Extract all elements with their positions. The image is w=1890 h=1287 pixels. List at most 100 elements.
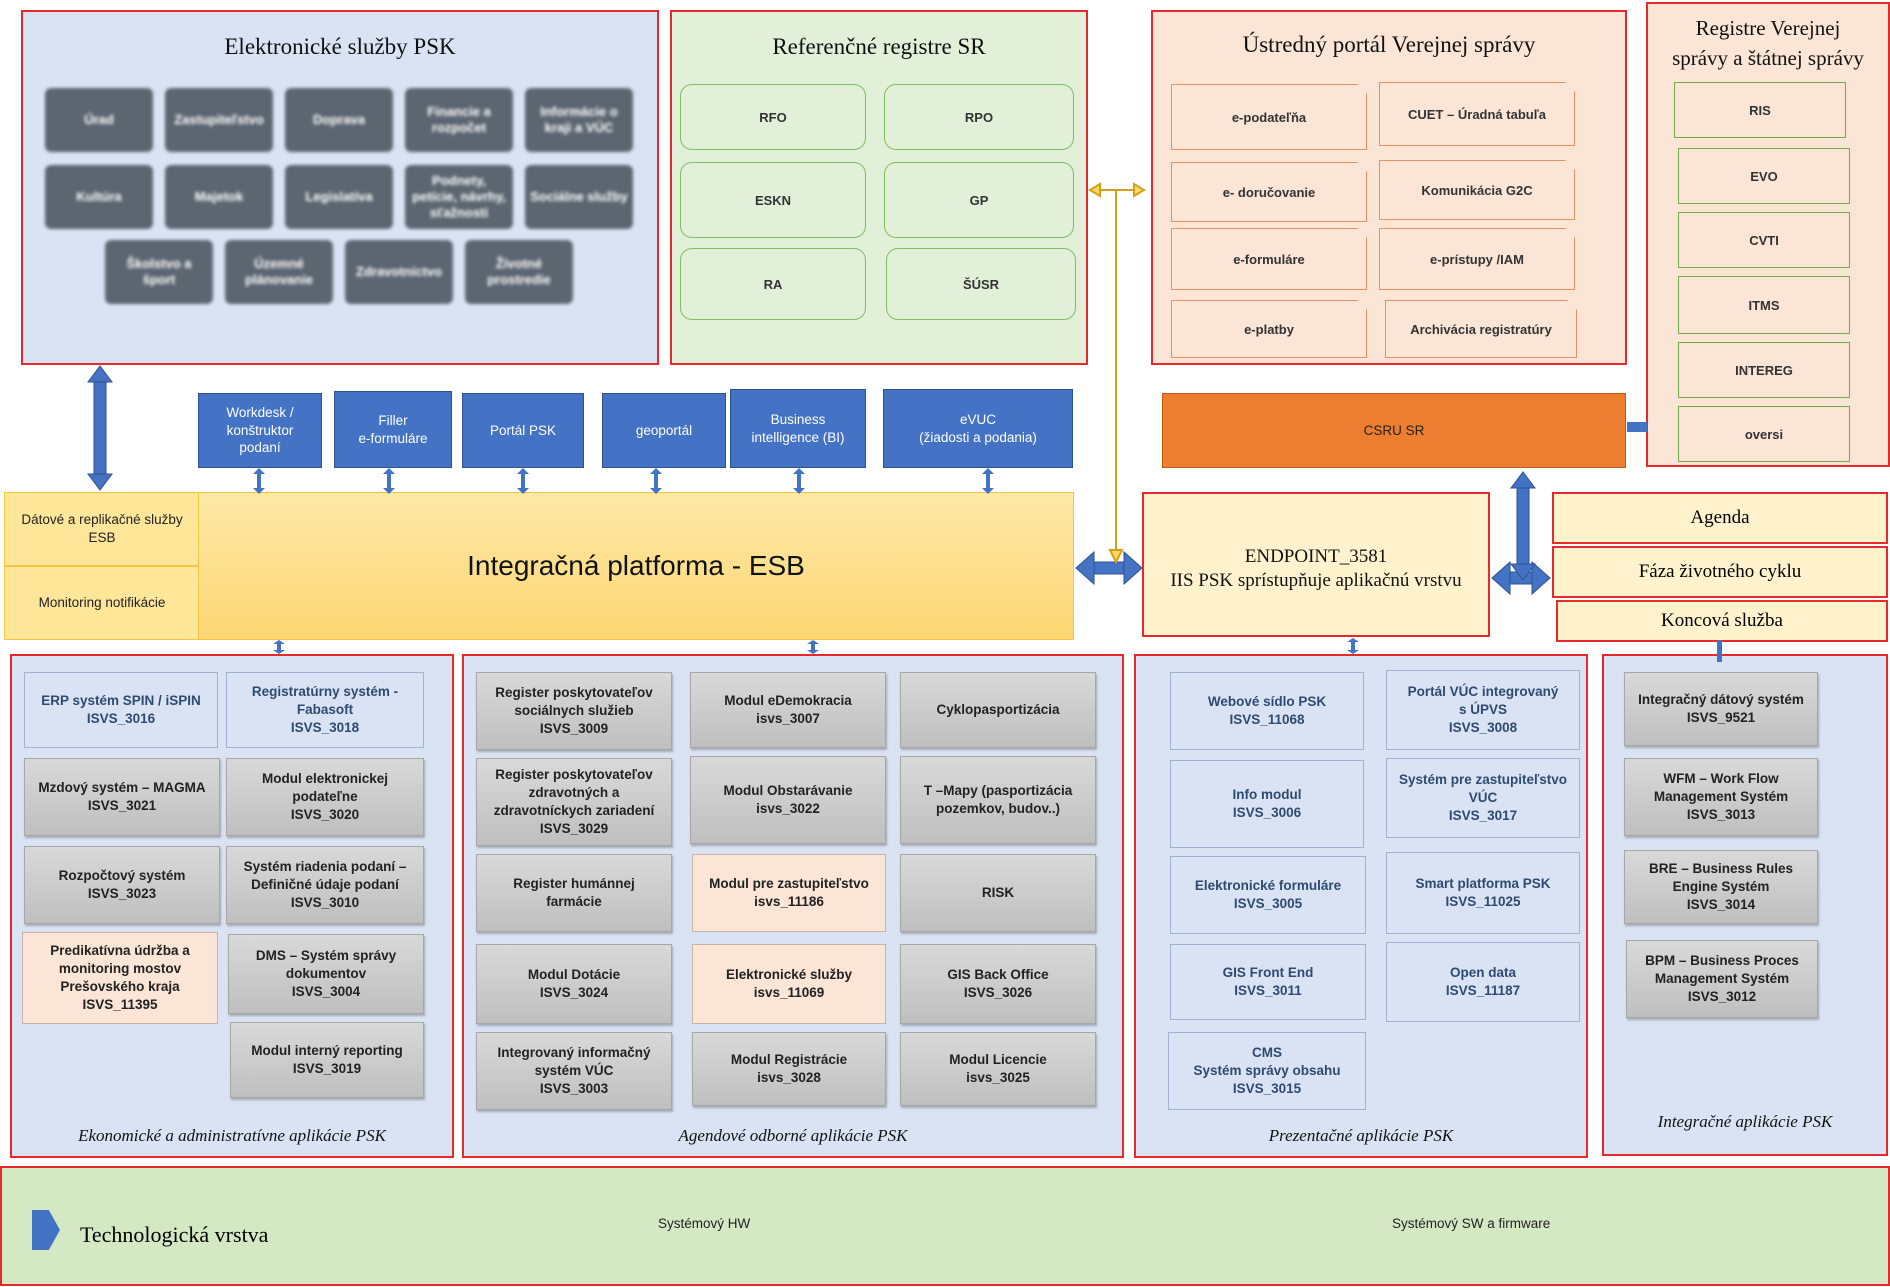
app-bpm: BPM – Business Proces Management Systém … <box>1626 940 1818 1018</box>
register-rpo: RPO <box>884 84 1074 150</box>
registre-vs-panel: Registre Verejnej správy a štátnej správ… <box>1646 2 1890 467</box>
app-cms: CMS Systém správy obsahu ISVS_3015 <box>1168 1032 1366 1110</box>
app-cyklopasportizacia: Cyklopasportizácia <box>900 672 1096 748</box>
app-risk: RISK <box>900 854 1096 932</box>
eservice-urad: Úrad <box>45 88 153 152</box>
registre-intereg: INTEREG <box>1678 342 1850 398</box>
app-reg-zdravotnych: Register poskytovateľov zdravotných a zd… <box>476 758 672 846</box>
referencne-registre-panel: Referenčné registre SR RFO RPO ESKN GP R… <box>670 10 1088 365</box>
app-riadenie-podani: Systém riadenia podaní – Definičné údaje… <box>226 846 424 924</box>
elektronicke-sluzby-panel: Elektronické služby PSK Úrad Zastupiteľs… <box>21 10 659 365</box>
technologicka-title: Technologická vrstva <box>80 1222 269 1247</box>
app-evuc: eVUC (žiadosti a podania) <box>883 389 1073 468</box>
registre-evo: EVO <box>1678 148 1850 204</box>
registre-ris: RIS <box>1674 82 1846 138</box>
app-elektronicke-formulare: Elektronické formuláre ISVS_3005 <box>1170 856 1366 934</box>
esb-replikacne-sluzby: Dátové a replikačné služby ESB <box>4 492 200 566</box>
arrow-csru-endpoint <box>1510 471 1536 581</box>
app-registraturny: Registratúrny systém - Fabasoft ISVS_301… <box>226 672 424 748</box>
eservice-kultura: Kultúra <box>45 165 153 229</box>
app-portal-vuc: Portál VÚC integrovaný s ÚPVS ISVS_3008 <box>1386 670 1580 750</box>
ekonomicke-panel: ERP systém SPIN / iSPIN ISVS_3016 Regist… <box>10 654 454 1158</box>
esb-platform: Integračná platforma - ESB <box>198 492 1074 640</box>
app-rozpoctovy: Rozpočtový systém ISVS_3023 <box>24 846 220 924</box>
register-rfo: RFO <box>680 84 866 150</box>
app-podatelna: Modul elektronickej podateľne ISVS_3020 <box>226 758 424 836</box>
endpoint-desc: IIS PSK sprístupňuje aplikačnú vrstvu <box>1170 570 1462 591</box>
agendove-panel: Register poskytovateľov sociálnych služi… <box>462 654 1124 1158</box>
app-mzdovy: Mzdový systém – MAGMA ISVS_3021 <box>24 758 220 836</box>
register-susr: ŠÚSR <box>886 248 1076 320</box>
eservice-majetok: Majetok <box>165 165 273 229</box>
eservice-zivotne: Životné prostredie <box>465 240 573 304</box>
eservice-doprava: Doprava <box>285 88 393 152</box>
app-workdesk: Workdesk / konštruktor podaní <box>198 393 322 468</box>
app-webove-sidlo: Webové sídlo PSK ISVS_11068 <box>1170 672 1364 750</box>
agendove-caption: Agendové odborné aplikácie PSK <box>678 1126 908 1145</box>
technologicka-panel: Technologická vrstva Systémový HW Systém… <box>0 1166 1890 1286</box>
app-predikativna: Predikatívna údržba a monitoring mostov … <box>22 932 218 1024</box>
registre-vs-title-line2: správy a štátnej správy <box>1672 46 1864 70</box>
ustredny-portal-title: Ústredný portál Verejnej správy <box>1242 32 1536 57</box>
eservice-uzemne: Územné plánovanie <box>225 240 333 304</box>
registre-cvti: CVTI <box>1678 212 1850 268</box>
csru-box: CSRU SR <box>1162 393 1626 468</box>
app-interny-reporting: Modul interný reporting ISVS_3019 <box>230 1022 424 1098</box>
app-geoportal: geoportál <box>602 393 726 468</box>
app-wfm: WFM – Work Flow Management Systém ISVS_3… <box>1624 758 1818 836</box>
register-gp: GP <box>884 162 1074 238</box>
upvs-epristupy: e-prístupy /IAM <box>1379 228 1575 290</box>
upvs-archivacia: Archivácia registratúry <box>1385 300 1577 358</box>
upvs-komunikacia-g2c: Komunikácia G2C <box>1379 160 1575 220</box>
legend-faza: Fáza životného cyklu <box>1552 546 1888 598</box>
integracne-caption: Integračné aplikácie PSK <box>1657 1112 1833 1131</box>
eservice-skolstvo: Školstvo a šport <box>105 240 213 304</box>
technologicka-icon <box>32 1210 60 1250</box>
eservice-socialne: Sociálne služby <box>525 165 633 229</box>
app-info-modul: Info modul ISVS_3006 <box>1170 760 1364 848</box>
app-gis-back-office: GIS Back Office ISVS_3026 <box>900 944 1096 1024</box>
app-elektronicke-sluzby: Elektronické služby isvs_11069 <box>692 944 886 1024</box>
endpoint-id: ENDPOINT_3581 <box>1244 546 1388 567</box>
upvs-epodatelna: e-podateľňa <box>1171 84 1367 150</box>
registre-itms: ITMS <box>1678 276 1850 334</box>
app-bre: BRE – Business Rules Engine Systém ISVS_… <box>1624 850 1818 924</box>
app-registracie: Modul Registrácie isvs_3028 <box>692 1032 886 1106</box>
legend-agenda: Agenda <box>1552 492 1888 544</box>
eservice-zdravotnictvo: Zdravotníctvo <box>345 240 453 304</box>
app-portal-psk: Portál PSK <box>462 393 584 468</box>
arrow-esb-endpoint <box>1075 550 1143 586</box>
eservice-zastupitelstvo: Zastupiteľstvo <box>165 88 273 152</box>
app-obstaravanie: Modul Obstarávanie isvs_3022 <box>690 756 886 844</box>
endpoint-box: ENDPOINT_3581 IIS PSK sprístupňuje aplik… <box>1142 492 1490 637</box>
app-open-data: Open data ISVS_11187 <box>1386 942 1580 1022</box>
csru-connector <box>1627 422 1647 432</box>
app-integracny-datovy: Integračný dátový systém ISVS_9521 <box>1624 672 1818 746</box>
upvs-eplatby: e-platby <box>1171 300 1367 358</box>
app-dms: DMS – Systém správy dokumentov ISVS_3004 <box>228 934 424 1014</box>
legend-koncova: Koncová služba <box>1556 600 1888 642</box>
app-bi: Business intelligence (BI) <box>730 389 866 468</box>
register-eskn: ESKN <box>680 162 866 238</box>
integracne-panel: Integračný dátový systém ISVS_9521 WFM –… <box>1602 654 1888 1156</box>
legend-koncova-label: Koncová služba <box>1661 610 1783 631</box>
prezentacne-panel: Webové sídlo PSK ISVS_11068 Portál VÚC i… <box>1134 654 1588 1158</box>
eservice-podnety: Podnety, petície, návrhy, sťažnosti <box>405 165 513 229</box>
app-integrovany-vuc: Integrovaný informačný systém VÚC ISVS_3… <box>476 1032 672 1110</box>
eservice-financie: Financie a rozpočet <box>405 88 513 152</box>
esb-title: Integračná platforma - ESB <box>467 550 805 581</box>
upvs-edorucovanie: e- doručovanie <box>1171 162 1367 222</box>
referencne-registre-title: Referenčné registre SR <box>772 34 986 59</box>
legend-faza-label: Fáza životného cyklu <box>1638 561 1802 582</box>
app-reg-socialnych: Register poskytovateľov sociálnych služi… <box>476 672 672 750</box>
eservice-legislativa: Legislatíva <box>285 165 393 229</box>
register-ra: RA <box>680 248 866 320</box>
app-licencie: Modul Licencie isvs_3025 <box>900 1032 1096 1106</box>
app-filler: Filler e-formuláre <box>334 391 452 468</box>
app-t-mapy: T –Mapy (pasportizácia pozemkov, budov..… <box>900 756 1096 844</box>
app-humannej-farmacie: Register humánnej farmácie <box>476 854 672 932</box>
esb-monitoring: Monitoring notifikácie <box>4 566 200 640</box>
app-zastupitelstvo: Modul pre zastupiteľstvo isvs_11186 <box>692 854 886 932</box>
registre-vs-title-line1: Registre Verejnej <box>1695 16 1841 40</box>
upvs-eformulare: e-formuláre <box>1171 228 1367 290</box>
